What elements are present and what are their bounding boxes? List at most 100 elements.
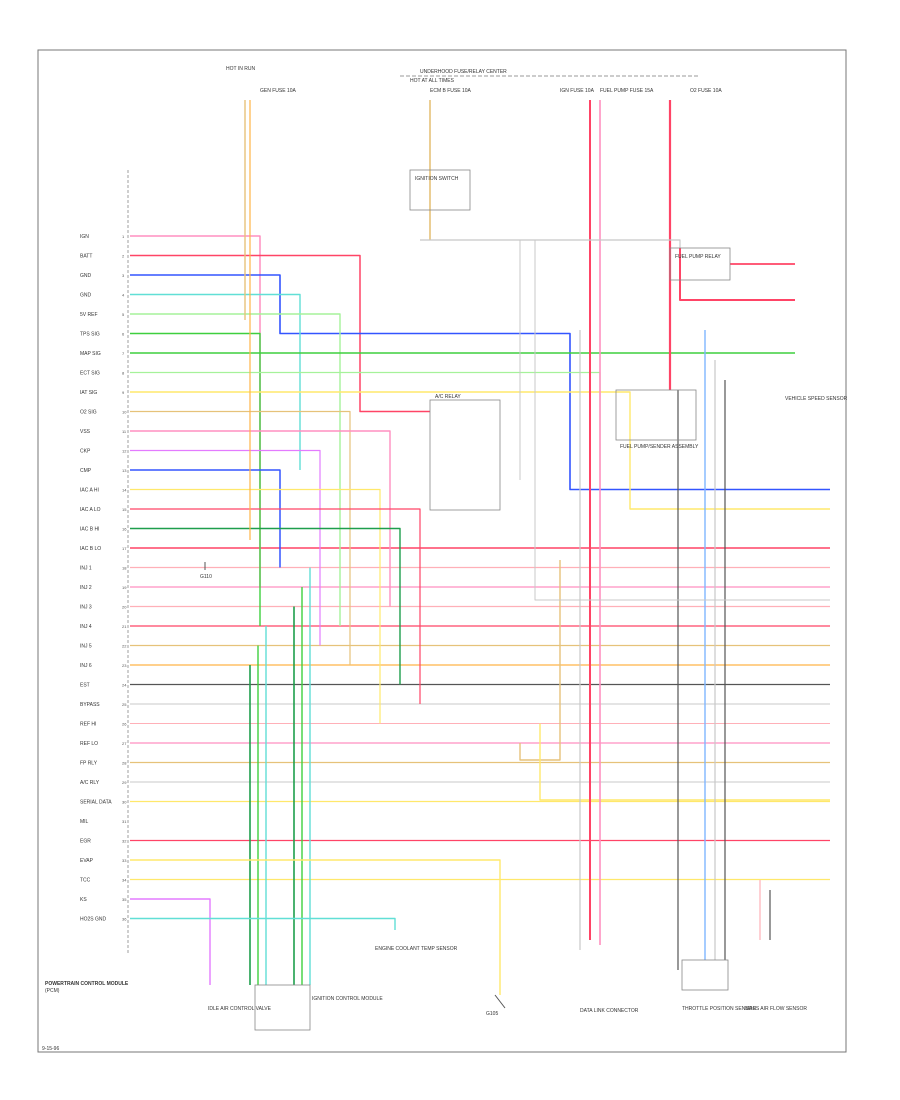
pcm-pin-label: HO2S GND bbox=[80, 917, 107, 923]
wire bbox=[130, 430, 391, 607]
wire bbox=[130, 274, 830, 491]
pcm-pin-label: VSS bbox=[80, 429, 91, 435]
data-link-label: DATA LINK CONNECTOR bbox=[580, 1008, 639, 1014]
pcm-pin-number: 1 bbox=[122, 234, 125, 239]
maf-label: MASS AIR FLOW SENSOR bbox=[745, 1006, 807, 1012]
pcm-pin-number: 16 bbox=[122, 527, 127, 532]
pcm-pin-number: 25 bbox=[122, 702, 127, 707]
pcm-pin-number: 11 bbox=[122, 429, 127, 434]
ac-relay: A/C RELAY bbox=[429, 394, 501, 511]
pcm-pin-label: SERIAL DATA bbox=[80, 800, 112, 806]
pcm-pin-label: INJ 5 bbox=[80, 644, 92, 650]
pcm-pin-number: 35 bbox=[122, 897, 127, 902]
fuse-gen-label: GEN FUSE 10A bbox=[260, 88, 297, 94]
pcm-pin-label: EVAP bbox=[80, 858, 94, 864]
pcm-pin-number: 34 bbox=[122, 878, 127, 883]
pcm-pin-number: 21 bbox=[122, 624, 127, 629]
fuse-oxy-label: O2 FUSE 10A bbox=[690, 88, 722, 94]
wire bbox=[130, 527, 401, 685]
pcm-pin-number: 22 bbox=[122, 644, 127, 649]
hot-at-all-times-label: HOT AT ALL TIMES bbox=[410, 78, 455, 84]
pcm-pin-number: 10 bbox=[122, 410, 127, 415]
pcm-pin-label: IAT SIG bbox=[80, 390, 97, 396]
pcm-pin-label: EST bbox=[80, 683, 90, 689]
pcm-pin-number: 2 bbox=[122, 254, 125, 259]
data-link-connector: DATA LINK CONNECTOR bbox=[580, 1008, 639, 1014]
wire bbox=[130, 917, 396, 930]
pcm-pin-label: BATT bbox=[80, 254, 92, 260]
underhood-fuse-block: UNDERHOOD FUSE/RELAY CENTER HOT IN RUN H… bbox=[226, 66, 722, 94]
pcm-pin-number: 13 bbox=[122, 468, 127, 473]
pcm-pin-label: INJ 1 bbox=[80, 566, 92, 572]
footer-code: 9-15-96 bbox=[42, 1046, 59, 1052]
wire bbox=[130, 371, 601, 470]
pcm-pin-label: INJ 3 bbox=[80, 605, 92, 611]
pcm-pin-label: EGR bbox=[80, 839, 91, 845]
pcm-pin-label: REF LO bbox=[80, 741, 98, 747]
pcm-pin-label: GND bbox=[80, 273, 92, 279]
pcm-pin-number: 33 bbox=[122, 858, 127, 863]
pcm-pin-number: 6 bbox=[122, 332, 125, 337]
wire bbox=[534, 240, 830, 601]
wire bbox=[130, 488, 381, 724]
pcm-pin-label: ECT SIG bbox=[80, 371, 100, 377]
iac-valve: IDLE AIR CONTROL VALVE bbox=[208, 1006, 272, 1012]
pcm-pin-number: 26 bbox=[122, 722, 127, 727]
pcm-pin-number: 7 bbox=[122, 351, 125, 356]
pcm-pin-label: REF HI bbox=[80, 722, 96, 728]
pcm-pin-number: 18 bbox=[122, 566, 127, 571]
fuel-pump-sender-label: FUEL PUMP/SENDER ASSEMBLY bbox=[620, 444, 699, 450]
pcm-pin-label: A/C RLY bbox=[80, 780, 100, 786]
wire bbox=[420, 239, 681, 248]
fuse-block-label: UNDERHOOD FUSE/RELAY CENTER bbox=[420, 69, 507, 75]
vss-label: VEHICLE SPEED SENSOR bbox=[785, 396, 848, 402]
pcm-pin-label: IAC A LO bbox=[80, 507, 101, 513]
pcm-pin-number: 3 bbox=[122, 273, 125, 278]
pcm-pin-number: 30 bbox=[122, 800, 127, 805]
ignition-switch-label: IGNITION SWITCH bbox=[415, 176, 459, 182]
pcm-pin-number: 31 bbox=[122, 819, 127, 824]
hot-in-run-label: HOT IN RUN bbox=[226, 66, 255, 72]
pcm-pin-label: KS bbox=[80, 897, 87, 903]
pcm-pin-label: INJ 4 bbox=[80, 624, 92, 630]
pcm-pin-number: 5 bbox=[122, 312, 125, 317]
pcm-pin-label: TCC bbox=[80, 878, 91, 884]
iac-label: IDLE AIR CONTROL VALVE bbox=[208, 1006, 272, 1012]
wire bbox=[679, 248, 795, 301]
pcm-pin-label: IAC B HI bbox=[80, 527, 99, 533]
pcm-pin-number: 27 bbox=[122, 741, 127, 746]
pcm-pin-label: INJ 2 bbox=[80, 585, 92, 591]
pcm-pin-label: IGN bbox=[80, 234, 89, 240]
pcm-pin-number: 24 bbox=[122, 683, 127, 688]
fuel-pump-relay-label: FUEL PUMP RELAY bbox=[675, 254, 721, 260]
pcm-pin-number: 17 bbox=[122, 546, 127, 551]
pcm-pin-number: 8 bbox=[122, 371, 125, 376]
wire bbox=[539, 723, 830, 801]
wire bbox=[130, 898, 211, 985]
pcm-pin-label: 5V REF bbox=[80, 312, 98, 318]
pcm-pin-number: 36 bbox=[122, 917, 127, 922]
pcm-pin-label: TPS SIG bbox=[80, 332, 100, 338]
pcm-pin-number: 12 bbox=[122, 449, 127, 454]
fuel-pump-relay: FUEL PUMP RELAY bbox=[669, 247, 731, 281]
wire bbox=[130, 410, 351, 665]
wire bbox=[130, 859, 501, 995]
wire bbox=[500, 239, 521, 480]
ground-g110: G110 bbox=[200, 562, 212, 580]
svg-text:G110: G110 bbox=[200, 574, 212, 580]
fuse-ecm-label: ECM B FUSE 10A bbox=[430, 88, 472, 94]
wire bbox=[130, 469, 281, 568]
pcm-pin-label: INJ 6 bbox=[80, 663, 92, 669]
pcm-pin-number: 9 bbox=[122, 390, 125, 395]
ignition-module: IGNITION CONTROL MODULE bbox=[254, 984, 383, 1031]
wire bbox=[130, 332, 261, 626]
wire bbox=[130, 293, 301, 470]
pcm-pin-number: 14 bbox=[122, 488, 127, 493]
pcm-pin-label: O2 SIG bbox=[80, 410, 97, 416]
ground-g105: G105 bbox=[486, 994, 506, 1017]
svg-text:G105: G105 bbox=[486, 1011, 498, 1017]
wire bbox=[130, 313, 341, 626]
pcm-pin-number: 29 bbox=[122, 780, 127, 785]
